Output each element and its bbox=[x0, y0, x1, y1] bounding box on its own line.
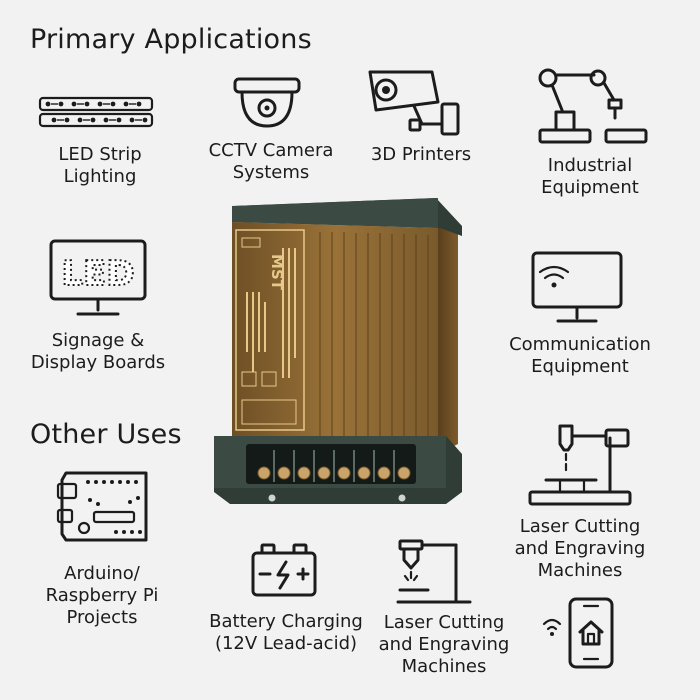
laser-engraver-icon bbox=[396, 538, 474, 608]
robot-arm-icon bbox=[536, 66, 650, 146]
led-strip-icon bbox=[38, 96, 154, 130]
led-display-icon: LED bbox=[48, 238, 148, 320]
wifi-monitor-icon bbox=[530, 250, 626, 326]
3d-printers-label: 3D Printers bbox=[370, 144, 472, 165]
battery-icon bbox=[250, 542, 318, 600]
battery-charging-label: Battery Charging(12V Lead-acid) bbox=[209, 611, 363, 654]
power-supply-device: MST bbox=[210, 192, 468, 510]
svg-text:LED: LED bbox=[61, 254, 134, 294]
other-uses-heading: Other Uses bbox=[30, 419, 182, 450]
bullet-camera-icon bbox=[362, 66, 464, 138]
primary-applications-heading: Primary Applications bbox=[30, 24, 312, 55]
circuit-board-icon bbox=[56, 470, 152, 550]
dome-camera-icon bbox=[232, 76, 302, 130]
svg-text:MST: MST bbox=[268, 254, 286, 291]
signage-display-boards-label: Signage &Display Boards bbox=[30, 330, 166, 373]
laser-cutter-icon bbox=[526, 420, 634, 510]
smart-home-phone-icon bbox=[540, 596, 620, 670]
